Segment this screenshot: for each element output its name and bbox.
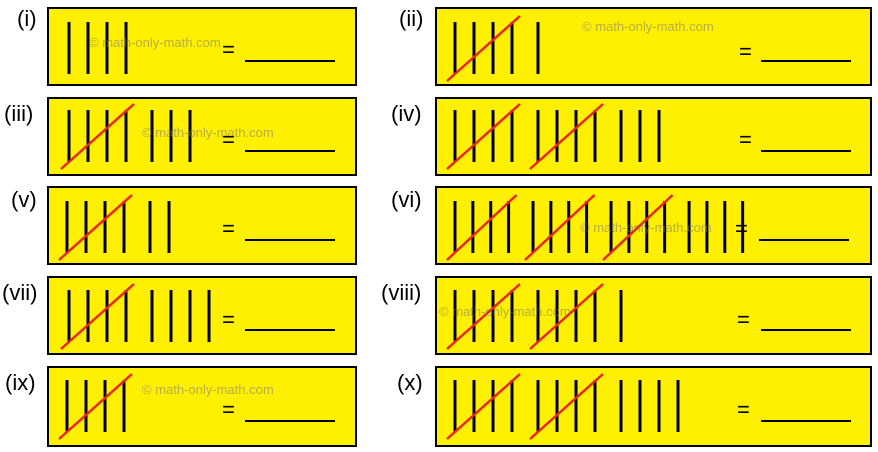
equals-sign: = [739,39,752,64]
problem-box-x: = [435,366,872,447]
answer-blank-iv[interactable] [761,150,851,152]
tally-crossline [529,283,604,350]
tally-crossline [58,194,133,261]
tally-crossline [529,103,604,170]
problem-box-iv: = [435,97,872,176]
problem-box-v: = [47,186,357,265]
tally-crossline [524,194,596,261]
tally-marks-ix [58,373,133,440]
tally-crossline [446,103,521,170]
tally-crossline [602,194,674,261]
equals-sign: = [735,216,748,241]
tally-marks-v [58,194,171,261]
answer-blank-i[interactable] [245,60,335,62]
answer-blank-vii[interactable] [245,329,335,331]
answer-blank-ix[interactable] [245,420,335,422]
problem-box-ii: © math-only-math.com = [435,7,872,86]
answer-blank-viii[interactable] [761,329,851,331]
problem-box-ix: © math-only-math.com = [47,366,357,447]
tally-marks-iv [446,103,661,170]
problem-box-vii: = [47,276,357,355]
watermark: © math-only-math.com [89,35,221,50]
equals-sign: = [222,37,235,62]
problem-label-i: (i) [17,6,37,31]
tally-crossline [529,373,604,440]
problem-label-x: (x) [397,370,423,395]
equals-sign: = [737,397,750,422]
watermark: © math-only-math.com [582,19,714,34]
problem-label-vii: (vii) [2,280,38,305]
tally-marks-vii [60,283,211,350]
tally-marks-viii [446,283,623,350]
problem-label-ix: (ix) [5,370,36,395]
equals-sign: = [737,307,750,332]
problem-box-vi: © math-only-math.com = [435,186,872,265]
problem-label-vi: (vi) [391,187,422,212]
equals-sign: = [222,127,235,152]
problem-label-iv: (iv) [391,101,422,126]
tally-crossline [446,373,521,440]
watermark: © math-only-math.com [439,304,571,319]
problem-box-i: © math-only-math.com = [47,7,357,86]
watermark: © math-only-math.com [580,220,712,235]
watermark: © math-only-math.com [142,382,274,397]
watermark: © math-only-math.com [142,125,274,140]
problem-box-iii: © math-only-math.com = [47,97,357,176]
tally-marks-vi [446,194,745,261]
answer-blank-vi[interactable] [759,239,849,241]
answer-blank-x[interactable] [761,420,851,422]
problem-label-ii: (ii) [399,6,424,31]
tally-crossline [60,103,135,170]
tally-crossline [58,373,133,440]
tally-crossline [446,194,518,261]
tally-crossline [446,15,521,82]
problem-label-viii: (viii) [381,280,422,305]
answer-blank-v[interactable] [245,239,335,241]
tally-crossline [60,283,135,350]
answer-blank-iii[interactable] [245,150,335,152]
tally-marks-i [67,22,128,74]
problem-box-viii: © math-only-math.com = [435,276,872,355]
tally-marks-ii [446,15,540,82]
answer-blank-ii[interactable] [761,60,851,62]
tally-marks-iii [60,103,192,170]
tally-marks-x [446,373,680,440]
equals-sign: = [739,127,752,152]
equals-sign: = [222,216,235,241]
problem-label-v: (v) [11,187,37,212]
tally-crossline [446,283,521,350]
problem-label-iii: (iii) [4,101,34,126]
equals-sign: = [222,397,235,422]
equals-sign: = [222,307,235,332]
